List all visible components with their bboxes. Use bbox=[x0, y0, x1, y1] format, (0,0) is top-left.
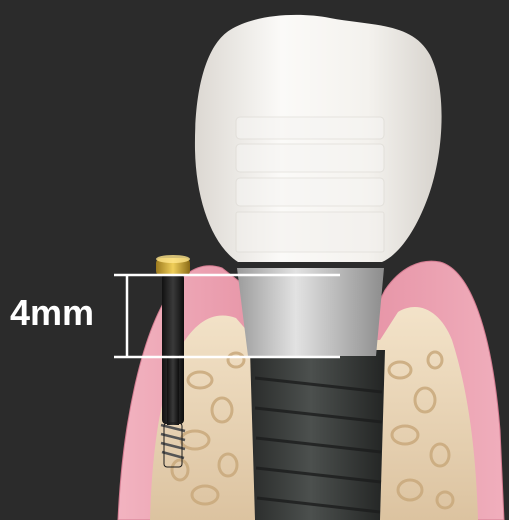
implant-fixture bbox=[250, 350, 385, 520]
abutment bbox=[237, 268, 384, 356]
measurement-label: 4mm bbox=[10, 292, 94, 334]
crown-core bbox=[236, 117, 384, 252]
